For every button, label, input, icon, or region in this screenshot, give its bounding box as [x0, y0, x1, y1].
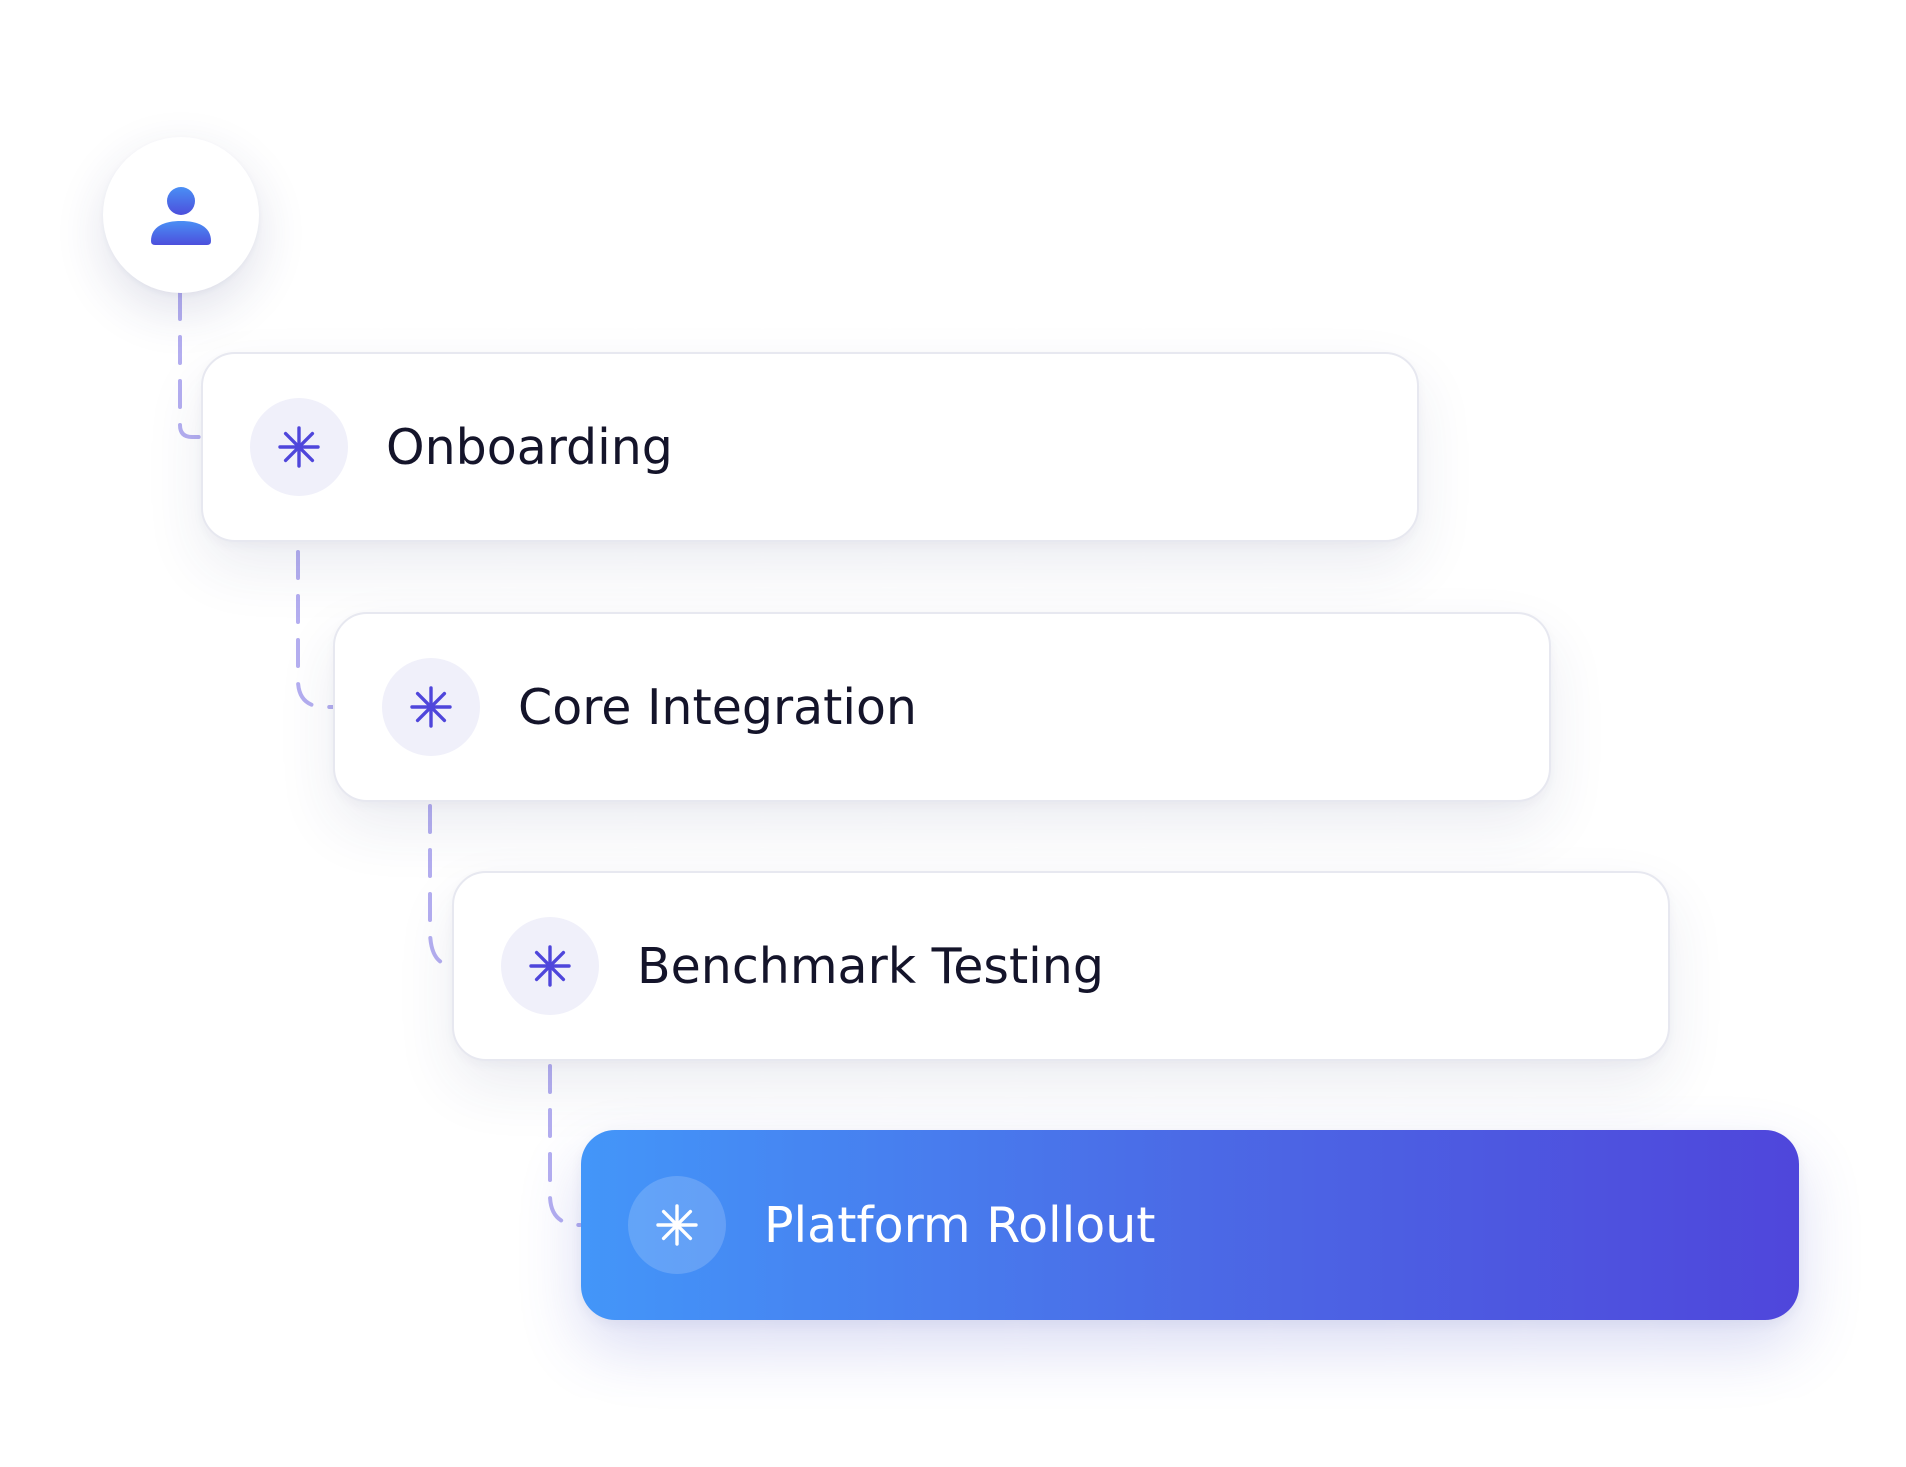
- step-label: Platform Rollout: [764, 1196, 1156, 1254]
- connector-step-3-to-step-4: [548, 1064, 582, 1227]
- connector-step-2-to-step-3: [428, 804, 454, 967]
- step-card-platform-rollout[interactable]: Platform Rollout: [581, 1130, 1799, 1320]
- step-label: Core Integration: [518, 678, 917, 736]
- step-label: Benchmark Testing: [637, 937, 1104, 995]
- step-icon-badge: [501, 917, 599, 1015]
- step-label: Onboarding: [386, 418, 673, 476]
- connector-avatar-to-step-1: [178, 291, 205, 439]
- asterisk-icon: [529, 945, 571, 987]
- asterisk-icon: [278, 426, 320, 468]
- user-icon: [151, 187, 211, 245]
- connector-step-1-to-step-2: [296, 550, 336, 709]
- step-icon-badge: [628, 1176, 726, 1274]
- asterisk-icon: [410, 686, 452, 728]
- step-card-onboarding[interactable]: Onboarding: [201, 352, 1419, 542]
- step-icon-badge: [250, 398, 348, 496]
- step-card-core-integration[interactable]: Core Integration: [333, 612, 1551, 802]
- step-icon-badge: [382, 658, 480, 756]
- step-card-benchmark-testing[interactable]: Benchmark Testing: [452, 871, 1670, 1061]
- user-avatar: [103, 137, 259, 293]
- asterisk-icon: [656, 1204, 698, 1246]
